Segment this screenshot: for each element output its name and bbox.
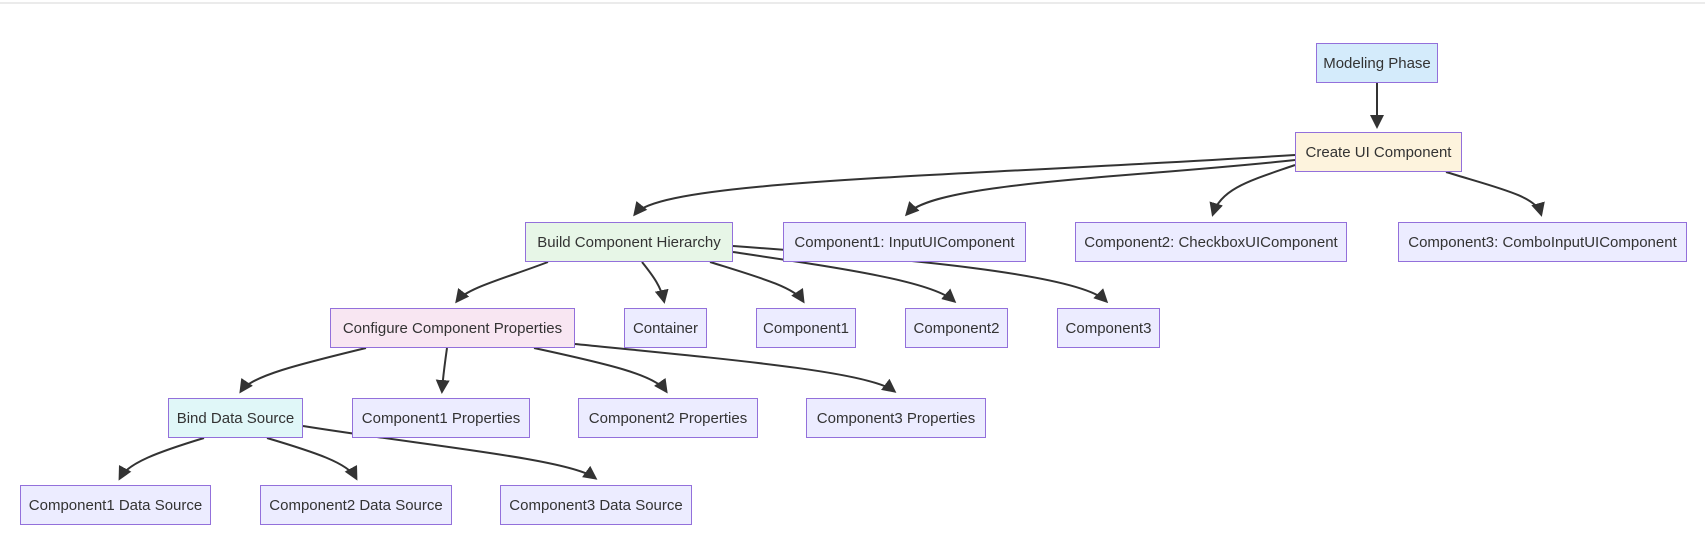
node-modeling-phase: Modeling Phase [1316,43,1438,83]
node-component1-properties: Component1 Properties [352,398,530,438]
edge-configure-component-properties-to-bind-data-source [239,347,367,394]
node-component2: Component2 [905,308,1008,348]
edge-configure-component-properties-to-component1-properties [435,347,450,394]
edge-build-component-hierarchy-to-container [641,261,669,304]
node-component2-checkbox-ui-component: Component2: CheckboxUIComponent [1075,222,1347,262]
edge-build-component-hierarchy-to-component2 [732,251,957,303]
node-component3-data-source: Component3 Data Source [500,485,692,525]
edge-configure-component-properties-to-component2-properties [533,347,668,394]
node-build-component-hierarchy: Build Component Hierarchy [525,222,733,262]
edge-create-ui-component-to-build-component-hierarchy [633,154,1296,217]
edge-bind-data-source-to-component2-data-source [266,437,358,481]
edge-build-component-hierarchy-to-component1 [709,261,805,304]
node-component1: Component1 [756,308,856,348]
edge-configure-component-properties-to-component3-properties [574,343,897,393]
edge-build-component-hierarchy-to-configure-component-properties [455,261,549,304]
node-component3: Component3 [1057,308,1160,348]
node-create-ui-component: Create UI Component [1295,132,1462,172]
edge-create-ui-component-to-component3-comboinput [1445,171,1545,217]
node-component2-properties: Component2 Properties [578,398,758,438]
node-container: Container [624,308,707,348]
edge-bind-data-source-to-component1-data-source [118,437,205,481]
page-top-border [0,2,1705,4]
node-component3-properties: Component3 Properties [806,398,986,438]
edge-create-ui-component-to-component1-input [904,159,1296,217]
node-component3-comboinput-ui-component: Component3: ComboInputUIComponent [1398,222,1687,262]
node-component1-data-source: Component1 Data Source [20,485,211,525]
node-configure-component-properties: Configure Component Properties [330,308,575,348]
edge-create-ui-component-to-component2-checkbox [1209,164,1296,217]
node-bind-data-source: Bind Data Source [168,398,303,438]
node-component2-data-source: Component2 Data Source [260,485,452,525]
node-component1-input-ui-component: Component1: InputUIComponent [783,222,1026,262]
